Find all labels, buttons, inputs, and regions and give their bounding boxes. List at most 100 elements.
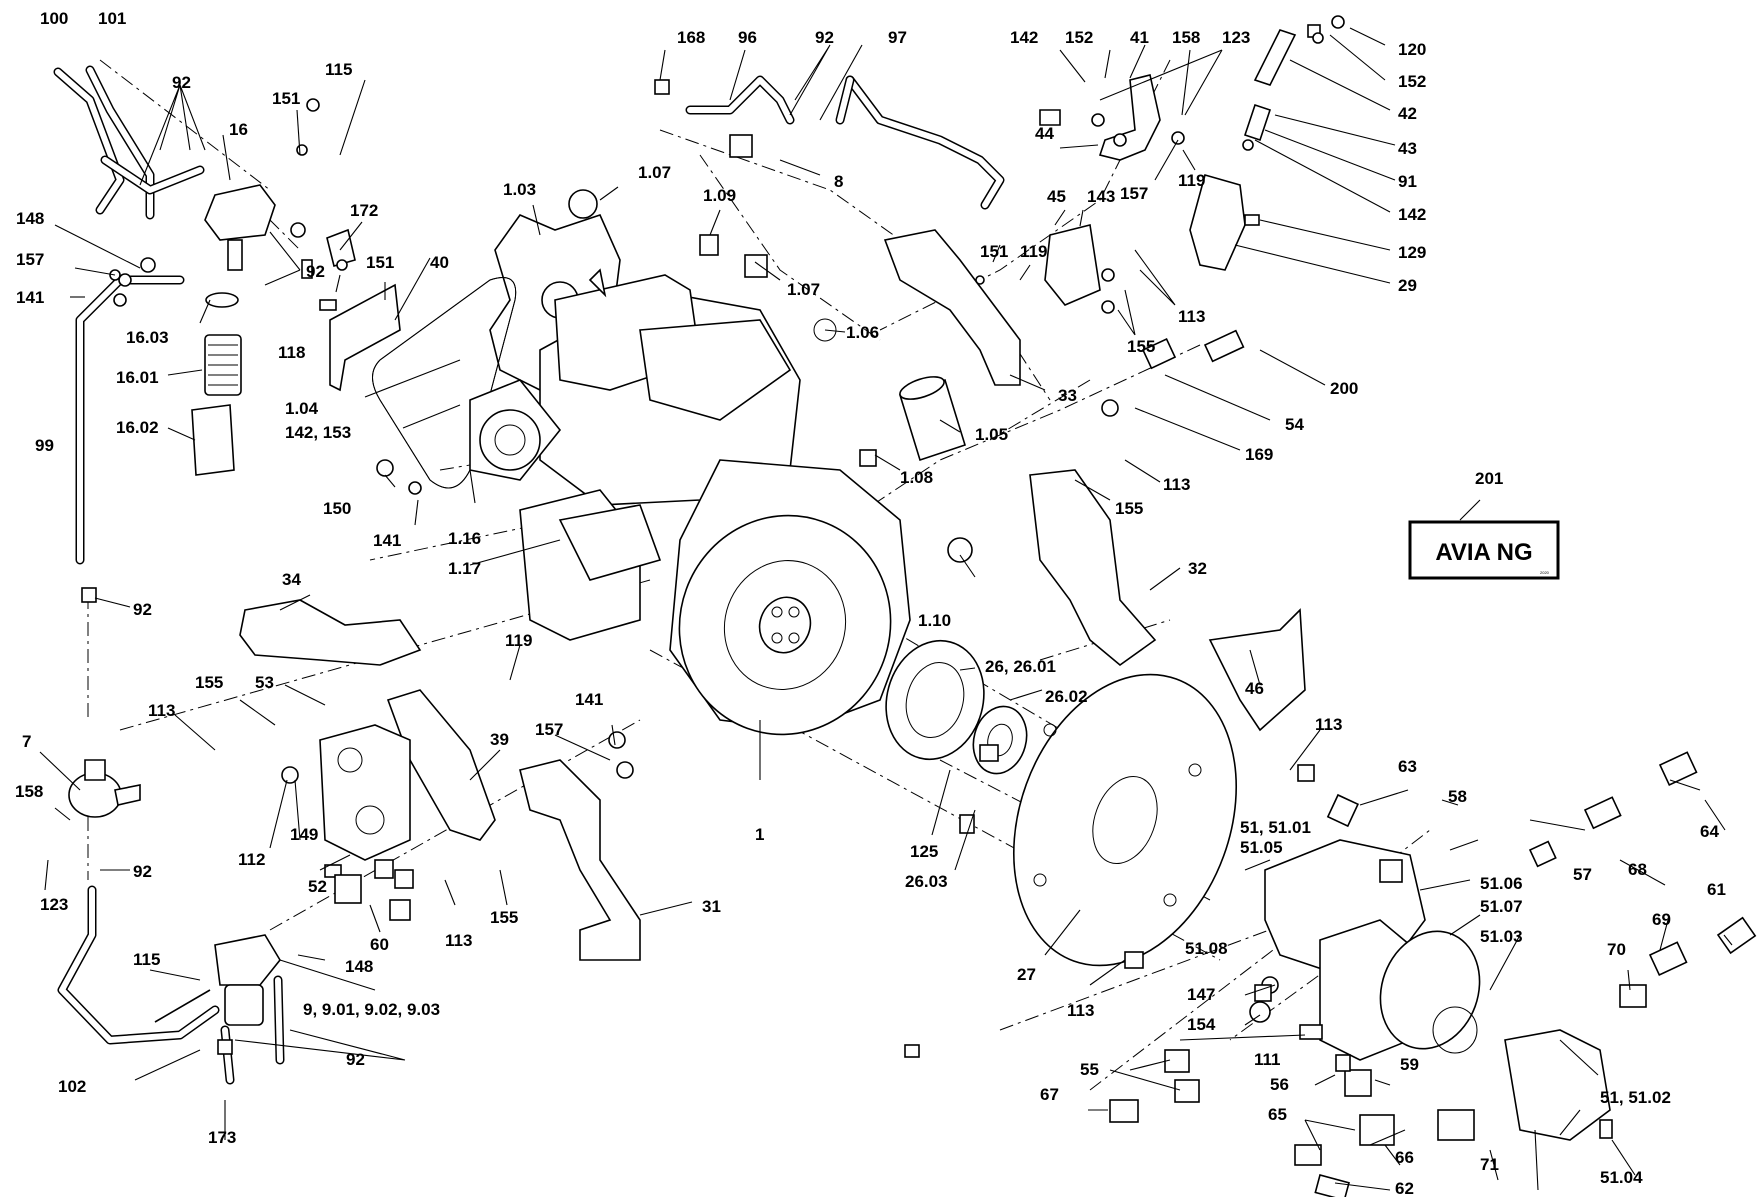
callout-43: 43 [1398, 139, 1417, 158]
callout-92: 92 [172, 73, 191, 92]
callout-60: 60 [370, 935, 389, 954]
callout-1: 1 [755, 825, 764, 844]
callout-67: 67 [1040, 1085, 1059, 1104]
fittings [109, 15, 1757, 1197]
callout-125: 125 [910, 842, 938, 861]
bracket-33 [883, 229, 1021, 386]
callout-68: 68 [1628, 860, 1647, 879]
callout-51-51-01: 51, 51.01 [1240, 818, 1311, 837]
callout-1-03: 1.03 [503, 180, 536, 199]
callout-141: 141 [16, 288, 44, 307]
callout-100: 100 [40, 9, 68, 28]
callout-92: 92 [306, 262, 325, 281]
callout-1-08: 1.08 [900, 468, 933, 487]
callout-44: 44 [1035, 124, 1054, 143]
callout-148: 148 [16, 209, 44, 228]
badge-code: 2020 [1540, 570, 1550, 575]
callout-154: 154 [1187, 1015, 1216, 1034]
callout-155: 155 [1115, 499, 1143, 518]
callout-51-06: 51.06 [1480, 874, 1523, 893]
callout-58: 58 [1448, 787, 1467, 806]
callout-129: 129 [1398, 243, 1426, 262]
callout-92: 92 [133, 600, 152, 619]
callout-152: 152 [1065, 28, 1093, 47]
callout-149: 149 [290, 825, 318, 844]
badge-frame [1408, 520, 1560, 580]
callout-151: 151 [980, 242, 1008, 261]
callout-158: 158 [1172, 28, 1200, 47]
callout-32: 32 [1188, 559, 1207, 578]
callout-26-03: 26.03 [905, 872, 948, 891]
callout-labels: 100 101 92 16 151 115 148 157 141 92 172… [15, 9, 1726, 1197]
callout-113: 113 [445, 931, 472, 950]
callout-1-04: 1.04 [285, 399, 319, 418]
callout-123: 123 [40, 895, 68, 914]
callout-1-05: 1.05 [975, 425, 1008, 444]
callout-201: 201 [1475, 469, 1503, 488]
callout-51-04: 51.04 [1600, 1168, 1643, 1187]
bracket-40 [329, 283, 401, 392]
callout-64: 64 [1700, 822, 1719, 841]
callout-119: 119 [1178, 171, 1205, 190]
callout-112: 112 [238, 850, 265, 869]
callout-168: 168 [677, 28, 705, 47]
callout-92: 92 [815, 28, 834, 47]
callout-51-51-02: 51, 51.02 [1600, 1088, 1671, 1107]
callout-59: 59 [1400, 1055, 1419, 1074]
bracket-32 [1029, 469, 1157, 667]
bracket-46 [1208, 608, 1306, 732]
hose-99 [75, 275, 185, 565]
callout-52: 52 [308, 877, 327, 896]
callout-7: 7 [22, 732, 31, 751]
bellhousing-plate-27 [1012, 673, 1238, 967]
callout-143: 143 [1087, 187, 1115, 206]
callout-51-08: 51.08 [1185, 939, 1228, 958]
callout-157: 157 [16, 250, 44, 269]
callout-91: 91 [1398, 172, 1417, 191]
badge-text: AVIA NG [1435, 539, 1532, 566]
solenoid-29 [1189, 29, 1297, 271]
callout-41: 41 [1130, 28, 1149, 47]
callout-169: 169 [1245, 445, 1273, 464]
callout-115: 115 [325, 60, 352, 79]
callout-40: 40 [430, 253, 449, 272]
callout-1-10: 1.10 [918, 611, 951, 630]
callout-113: 113 [1178, 307, 1205, 326]
bracket-31-39 [386, 689, 641, 961]
callout-142: 142 [1010, 28, 1038, 47]
callout-155: 155 [490, 908, 518, 927]
callout-150: 150 [323, 499, 351, 518]
flywheel [678, 514, 892, 736]
callout-57: 57 [1573, 865, 1592, 884]
callout-51-07: 51.07 [1480, 897, 1523, 916]
callout-16-03: 16.03 [126, 328, 169, 347]
callout-70: 70 [1607, 940, 1626, 959]
callout-61: 61 [1707, 880, 1726, 899]
callout-92: 92 [133, 862, 152, 881]
callout-97: 97 [888, 28, 907, 47]
callout-69: 69 [1652, 910, 1671, 929]
callout-51-05: 51.05 [1240, 838, 1283, 857]
callout-141: 141 [575, 690, 603, 709]
model-badge: AVIA NG 2020 [1408, 520, 1560, 580]
callout-26-02: 26.02 [1045, 687, 1088, 706]
callout-54: 54 [1285, 415, 1304, 434]
callout-142: 142 [1398, 205, 1426, 224]
callout-151: 151 [366, 253, 394, 272]
callout-65: 65 [1268, 1105, 1287, 1124]
callout-142-153: 142, 153 [285, 423, 351, 442]
callout-29: 29 [1398, 276, 1417, 295]
callout-152: 152 [1398, 72, 1426, 91]
callout-53: 53 [255, 673, 274, 692]
callout-9-9-01-9-02-9-03: 9, 9.01, 9.02, 9.03 [303, 1000, 440, 1019]
callout-148: 148 [345, 957, 373, 976]
callout-123: 123 [1222, 28, 1250, 47]
sediment-filter-9 [154, 934, 281, 1055]
callout-1-16: 1.16 [448, 529, 481, 548]
callout-1-06: 1.06 [846, 323, 879, 342]
callout-113: 113 [1163, 475, 1190, 494]
callout-51-03: 51.03 [1480, 927, 1523, 946]
callout-1-07: 1.07 [787, 280, 820, 299]
hoses-96-97 [685, 75, 1005, 210]
